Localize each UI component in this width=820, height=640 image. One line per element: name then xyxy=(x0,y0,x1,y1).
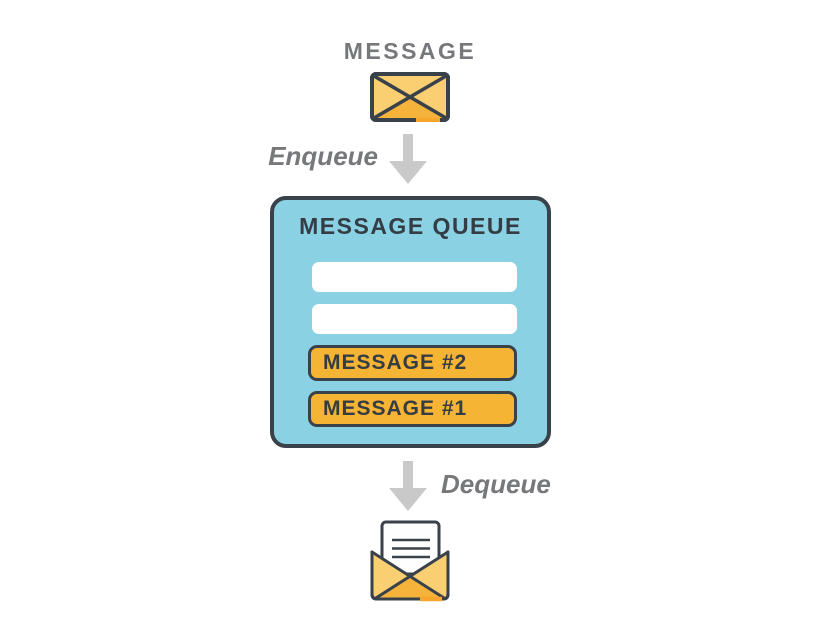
message-queue-title: MESSAGE QUEUE xyxy=(299,213,522,239)
message-queue-box: MESSAGE QUEUE MESSAGE #2 MESSAGE #1 xyxy=(270,196,551,448)
enqueue-arrow-down-icon xyxy=(389,134,427,184)
queue-slot-empty-2 xyxy=(312,304,517,334)
enqueue-label: Enqueue xyxy=(268,141,378,171)
queue-slot-empty-1 xyxy=(312,262,517,292)
dequeue-label: Dequeue xyxy=(441,469,551,499)
envelope-open-icon xyxy=(370,520,450,602)
envelope-closed-icon xyxy=(370,72,450,122)
queue-slot-message-1: MESSAGE #1 xyxy=(308,391,517,427)
dequeue-arrow-down-icon xyxy=(389,461,427,511)
message-label: MESSAGE xyxy=(343,38,477,64)
queue-slot-message-2: MESSAGE #2 xyxy=(308,345,517,381)
